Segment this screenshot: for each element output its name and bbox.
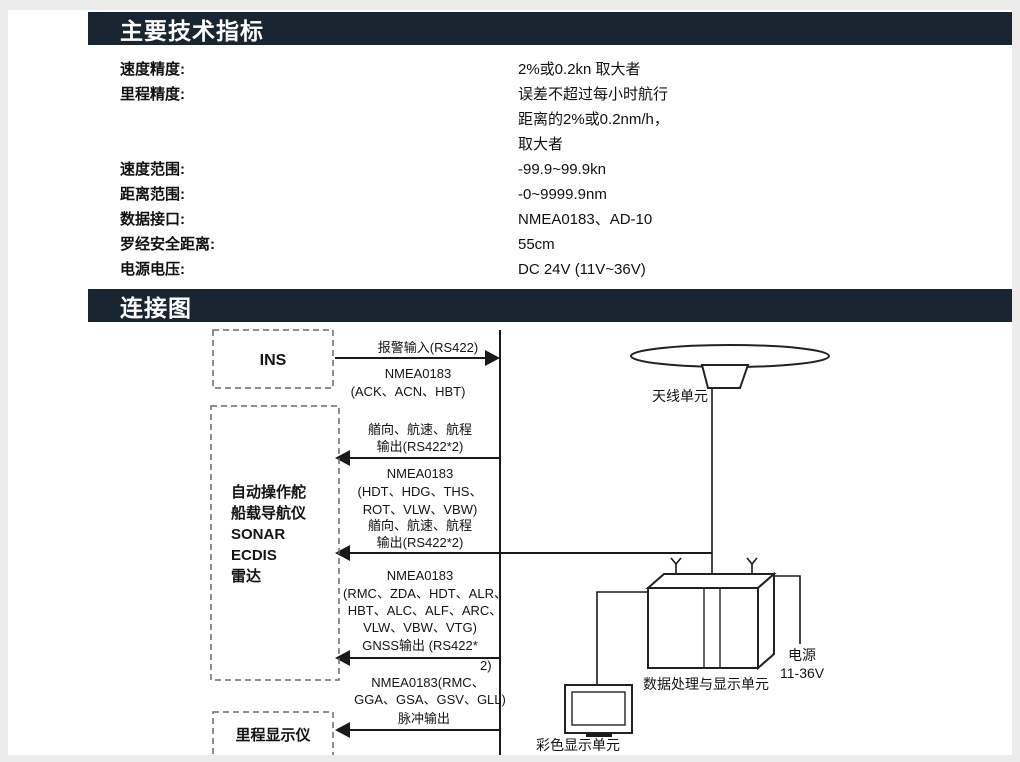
spec-label: 电源电压: [120, 261, 185, 278]
arrow-left-icon [335, 650, 350, 666]
monitor-stand [586, 733, 612, 737]
spec-value: -99.9~99.9kn [518, 161, 606, 178]
ins-label: INS [260, 352, 287, 369]
spec-value: 2%或0.2kn 取大者 [518, 61, 641, 78]
spec-value-line: 距离的2%或0.2nm/h， [518, 111, 669, 128]
spec-row: 罗经安全距离: 55cm [120, 232, 992, 257]
device-label-line: ECDIS [231, 547, 277, 564]
spec-row: 速度范围: -99.9~99.9kn [120, 157, 992, 182]
conn3-protocol-line: (RMC、ZDA、HDT、ALR、 [343, 586, 507, 601]
spec-label: 速度范围: [120, 161, 185, 178]
conn1-protocol-line: NMEA0183 [385, 366, 451, 381]
spec-label: 数据接口: [120, 211, 185, 228]
conn4-signal-line: 2) [480, 658, 492, 673]
section-title-diagram: 连接图 [120, 294, 192, 321]
spec-row: 速度精度: 2%或0.2kn 取大者 [120, 57, 992, 82]
conn4-protocol-line: GGA、GSA、GSV、GLL) [354, 692, 506, 707]
spec-value: 误差不超过每小时航行 距离的2%或0.2nm/h， 取大者 [518, 82, 669, 157]
processor-unit-label: 数据处理与显示单元 [643, 676, 769, 692]
spec-label: 距离范围: [120, 186, 185, 203]
spec-row: 距离范围: -0~9999.9nm [120, 182, 992, 207]
device-label-line: 自动操作舵 [231, 483, 306, 501]
arrow-right-icon [485, 350, 500, 366]
spec-row: 电源电压: DC 24V (11V~36V) [120, 257, 992, 282]
conn3-signal-line: 艏向、航速、航程 [368, 518, 472, 533]
conn2-signal-line: 艏向、航速、航程 [368, 422, 472, 437]
device-label-line: 船载导航仪 [231, 504, 307, 522]
conn5-signal-label: 脉冲输出 [398, 711, 450, 726]
odometer-label: 里程显示仪 [235, 727, 311, 744]
spec-value-line: 误差不超过每小时航行 [518, 86, 669, 103]
device-box [210, 405, 340, 681]
spec-row: 数据接口: NMEA0183、AD-10 [120, 207, 992, 232]
spec-label: 里程精度: [120, 86, 185, 103]
display-unit-label: 彩色显示单元 [536, 737, 620, 753]
spec-row: 里程精度: 误差不超过每小时航行 距离的2%或0.2nm/h， 取大者 [120, 82, 992, 157]
display-cable [596, 591, 648, 685]
arrow-left-icon [335, 722, 350, 738]
power-label-line: 电源 [788, 647, 816, 663]
spec-value-line: 取大者 [518, 136, 564, 153]
section-header-specs: 主要技术指标 [88, 12, 1012, 45]
conn2-signal-line: 输出(RS422*2) [377, 439, 464, 454]
arrow-left-icon [335, 450, 350, 466]
spec-label: 速度精度: [120, 61, 185, 78]
conn1-protocol-line: (ACK、ACN、HBT) [351, 384, 466, 399]
processor-front-face [647, 587, 759, 669]
spec-value: NMEA0183、AD-10 [518, 211, 653, 228]
conn3-protocol-line: VLW、VBW、VTG) [363, 620, 477, 635]
spec-label: 罗经安全距离: [120, 236, 215, 253]
power-cable [774, 575, 801, 644]
conn1-signal-label: 报警输入(RS422) [378, 340, 478, 355]
spec-value: 55cm [518, 236, 555, 253]
conn3-protocol-line: NMEA0183 [387, 568, 453, 583]
spec-value: -0~9999.9nm [518, 186, 607, 203]
monitor-screen [571, 691, 626, 726]
conn4-protocol-line: NMEA0183(RMC、 [371, 675, 484, 690]
ins-box [212, 329, 334, 389]
conn2-protocol-line: NMEA0183 [387, 466, 453, 481]
power-label-line: 11-36V [780, 665, 825, 681]
antenna-disc [630, 344, 830, 368]
page-background [8, 10, 1012, 755]
conn2-protocol-line: ROT、VLW、VBW) [363, 502, 478, 517]
spec-list: 速度精度: 2%或0.2kn 取大者 里程精度: 误差不超过每小时航行 距离的2… [120, 57, 992, 282]
antenna-unit-label: 天线单元 [652, 388, 708, 404]
section-header-diagram: 连接图 [88, 289, 1012, 322]
processor-top-face [645, 573, 777, 589]
section-title-specs: 主要技术指标 [120, 17, 264, 44]
connection-diagram: INS 自动操作舵 船载导航仪 SONAR ECDIS 雷达 里程显示仪 报警输… [210, 329, 830, 755]
conn4-signal-line: GNSS输出 (RS422* [362, 638, 478, 653]
conn3-protocol-line: HBT、ALC、ALF、ARC、 [348, 603, 503, 618]
conn3-signal-line: 输出(RS422*2) [377, 535, 464, 550]
conn2-protocol-line: (HDT、HDG、THS、 [358, 484, 483, 499]
processor-antenna-icon [746, 557, 758, 566]
arrow-left-icon [335, 545, 350, 561]
device-label-line: 雷达 [231, 567, 261, 585]
antenna-pedestal [700, 364, 750, 389]
processor-antenna-icon [670, 557, 682, 566]
spec-value: DC 24V (11V~36V) [518, 261, 646, 278]
device-label-line: SONAR [231, 526, 285, 543]
processor-side-face [757, 571, 775, 671]
odometer-box [212, 711, 334, 755]
